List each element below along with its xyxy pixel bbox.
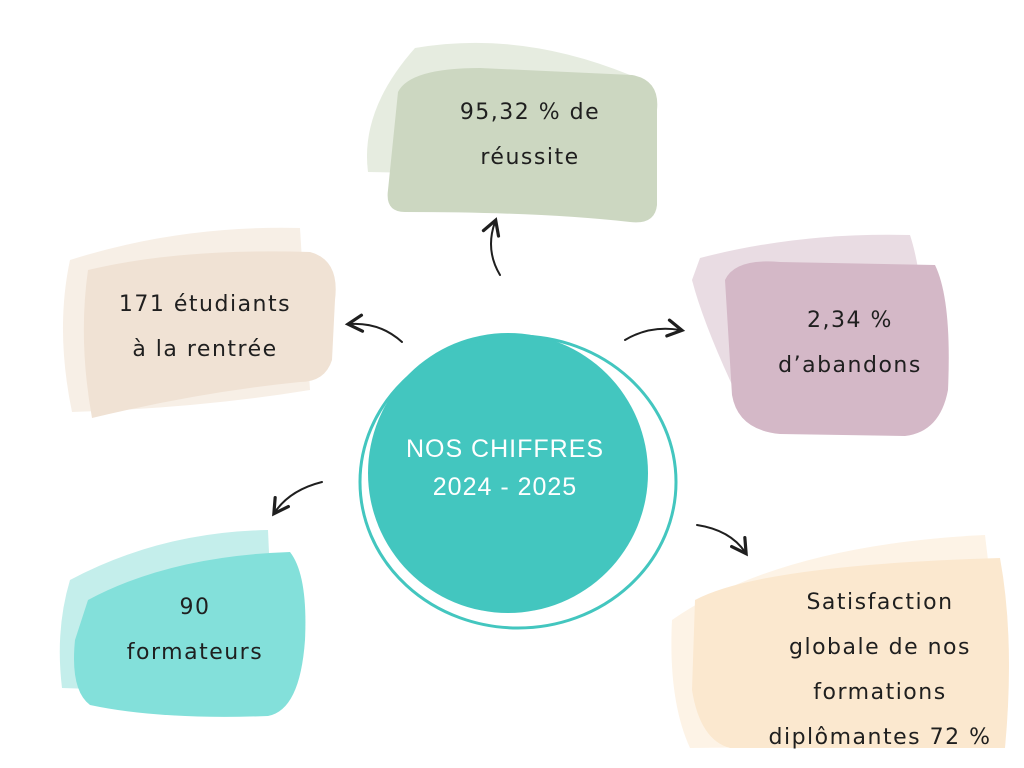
success-stat-line1: 95,32 % de [459, 100, 601, 125]
students-stat-line2: à la rentrée [132, 337, 278, 362]
satisfaction-stat-line3: formations [813, 680, 947, 705]
students-stat: 171 étudiants à la rentrée [100, 282, 310, 372]
dropout-stat-line1: 2,34 % [807, 308, 893, 333]
satisfaction-blob [671, 535, 1009, 748]
center-title: NOS CHIFFRES 2024 - 2025 [400, 430, 610, 506]
trainers-blob [59, 530, 306, 717]
trainers-stat: 90 formateurs [100, 585, 290, 675]
dropout-blob [692, 234, 949, 436]
satisfaction-stat: Satisfaction globale de nos formations d… [745, 580, 1015, 760]
students-blob-main [83, 251, 336, 418]
satisfaction-stat-line1: Satisfaction [806, 590, 954, 615]
dropout-stat: 2,34 % d’abandons [750, 298, 950, 388]
arrow-to-satisfaction [696, 524, 748, 557]
dropout-blob-main [725, 261, 949, 436]
success-stat: 95,32 % de réussite [420, 90, 640, 180]
success-blob [366, 42, 658, 223]
success-blob-main [387, 68, 658, 223]
students-blob [62, 227, 336, 418]
satisfaction-stat-line4: diplômantes 72 % [768, 725, 992, 750]
trainers-stat-line1: 90 [179, 595, 211, 620]
center-circle [368, 333, 648, 613]
center-hub [358, 333, 678, 630]
center-title-line1: NOS CHIFFRES [405, 435, 605, 463]
center-ring [358, 334, 678, 630]
arrow-to-students [344, 313, 403, 343]
success-stat-line2: réussite [480, 145, 580, 170]
trainers-stat-line2: formateurs [126, 640, 264, 665]
dropout-stat-line2: d’abandons [778, 353, 922, 378]
students-stat-line1: 171 étudiants [118, 292, 292, 317]
center-title-line2: 2024 - 2025 [432, 473, 578, 501]
satisfaction-blob-main [692, 558, 1009, 748]
trainers-blob-main [74, 552, 306, 717]
arrow-to-trainers [272, 481, 323, 517]
arrow-to-dropout [624, 318, 686, 341]
satisfaction-stat-line2: globale de nos [789, 635, 971, 660]
arrow-to-success [481, 217, 501, 276]
